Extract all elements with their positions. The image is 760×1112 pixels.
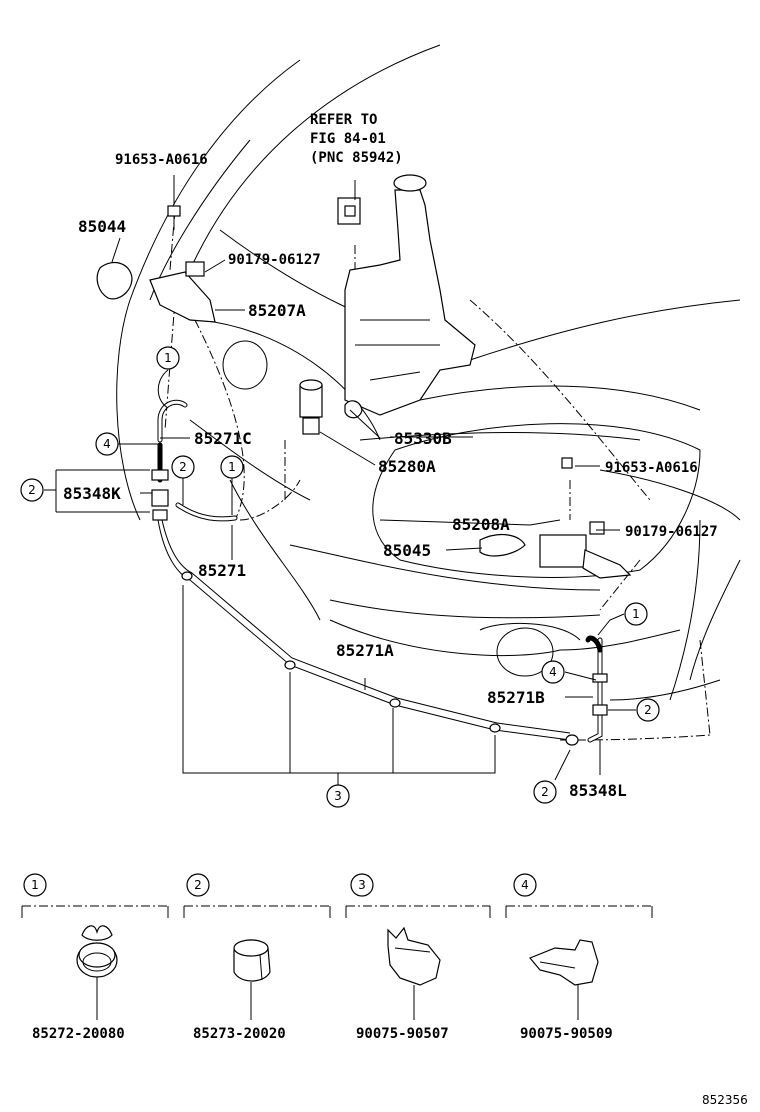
label-85271: 85271 <box>198 561 246 580</box>
svg-text:1: 1 <box>31 878 39 892</box>
legend-item-1: 1 85272-20080 <box>21 873 169 1042</box>
legend-item-2: 2 85273-20020 <box>183 873 331 1042</box>
legend-part-3: 90075-90507 <box>356 1026 449 1042</box>
washer-tank <box>337 174 476 416</box>
callout-2-d: 2 <box>533 780 557 804</box>
svg-text:4: 4 <box>549 665 557 679</box>
svg-text:2: 2 <box>541 785 549 799</box>
hoses <box>151 399 608 746</box>
left-nozzle <box>96 205 216 323</box>
reference-dash-lines <box>164 209 711 741</box>
legend: 1 85272-20080 2 85273-2 <box>21 873 653 1042</box>
label-85271c: 85271C <box>194 429 252 448</box>
svg-text:1: 1 <box>228 460 236 474</box>
label-91653-top: 91653-A0616 <box>115 152 208 168</box>
callout-1-c: 1 <box>624 602 648 626</box>
legend-item-4: 4 90075-90509 <box>505 873 653 1042</box>
washer-pump <box>299 379 363 435</box>
callout-4-a: 4 <box>95 432 119 456</box>
callout-2-b: 2 <box>171 455 195 479</box>
right-nozzle <box>479 457 632 579</box>
callout-1-a: 1 <box>156 346 180 370</box>
label-85207a: 85207A <box>248 301 306 320</box>
car-body-outline <box>116 44 741 701</box>
label-90179-right: 90179-06127 <box>625 524 718 540</box>
hose-holder-large-icon <box>529 939 599 1020</box>
figure-code: 852356 <box>702 1093 748 1107</box>
svg-text:2: 2 <box>194 878 202 892</box>
hose-clamp-icon <box>76 925 118 1020</box>
label-85045: 85045 <box>383 541 431 560</box>
label-85348l: 85348L <box>569 781 627 800</box>
svg-text:4: 4 <box>521 878 529 892</box>
refer-line-3: (PNC 85942) <box>310 150 403 166</box>
label-85271a: 85271A <box>336 641 394 660</box>
label-85208a: 85208A <box>452 515 510 534</box>
legend-item-3: 3 90075-90507 <box>345 873 491 1042</box>
label-85044: 85044 <box>78 217 126 236</box>
svg-text:2: 2 <box>28 483 36 497</box>
svg-text:3: 3 <box>358 878 366 892</box>
label-90179-top: 90179-06127 <box>228 252 321 268</box>
label-85280a: 85280A <box>378 457 436 476</box>
svg-text:2: 2 <box>644 703 652 717</box>
svg-text:1: 1 <box>632 607 640 621</box>
leader-lines <box>44 175 636 785</box>
label-85348k: 85348K <box>63 484 121 503</box>
callout-4-b: 4 <box>541 660 565 684</box>
legend-part-1: 85272-20080 <box>32 1026 125 1042</box>
refer-line-1: REFER TO <box>310 112 377 128</box>
refer-line-2: FIG 84-01 <box>310 131 386 147</box>
callout-3: 3 <box>326 784 350 808</box>
svg-text:4: 4 <box>103 437 111 451</box>
label-85330b: 85330B <box>394 429 452 448</box>
legend-part-2: 85273-20020 <box>193 1026 286 1042</box>
svg-text:2: 2 <box>179 460 187 474</box>
callouts: 1 4 2 2 1 1 4 2 2 3 <box>20 346 660 808</box>
svg-text:1: 1 <box>164 351 172 365</box>
label-91653-right: 91653-A0616 <box>605 460 698 476</box>
callout-2-a: 2 <box>20 478 44 502</box>
label-85271b: 85271B <box>487 688 545 707</box>
svg-text:3: 3 <box>334 789 342 803</box>
hose-clip-icon <box>233 939 271 1020</box>
legend-part-4: 90075-90509 <box>520 1026 613 1042</box>
hose-holder-icon <box>387 926 441 1020</box>
callout-2-c: 2 <box>636 698 660 722</box>
callout-1-b: 1 <box>220 455 244 479</box>
part-labels: REFER TO FIG 84-01 (PNC 85942) 91653-A06… <box>63 112 718 800</box>
